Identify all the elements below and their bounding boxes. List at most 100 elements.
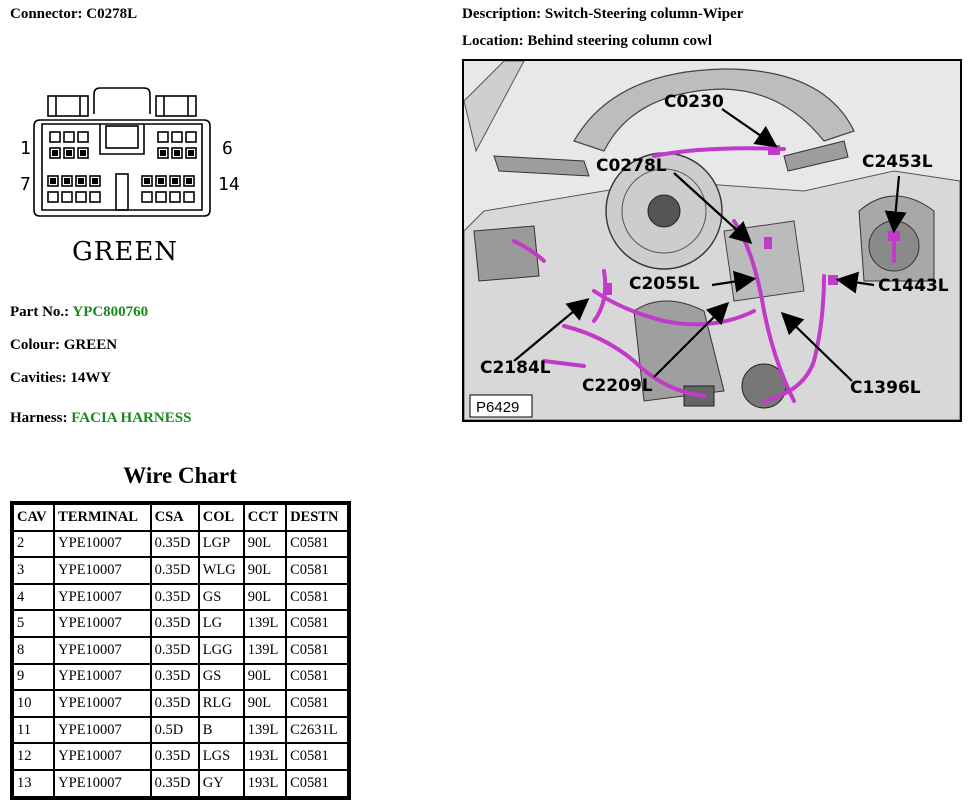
cell-terminal: YPE10007 [55, 664, 150, 690]
cell-cct: 90L [244, 664, 286, 690]
harness-label: Harness: [10, 410, 68, 426]
header-cav: CAV [14, 505, 54, 530]
part-number-link[interactable]: YPC800760 [72, 304, 149, 320]
cell-cav: 13 [14, 770, 54, 796]
cell-terminal: YPE10007 [55, 717, 150, 743]
cell-cav: 12 [14, 744, 54, 769]
cell-cav: 10 [14, 691, 54, 716]
cell-cct: 90L [244, 558, 286, 583]
location-label: Location: [462, 33, 524, 49]
cell-cav: 4 [14, 584, 54, 610]
cell-csa: 0.35D [151, 558, 198, 583]
pin-label-1: 1 [20, 138, 31, 159]
cell-csa: 0.35D [151, 611, 198, 636]
cell-col: GS [199, 664, 243, 690]
cell-col: LGP [199, 531, 243, 557]
cell-cav: 3 [14, 558, 54, 583]
steering-column-illustration: C0230 C0278L C2453L C2055L C1443L C2184L… [464, 61, 960, 420]
callout-c1443l: C1443L [878, 276, 949, 296]
cell-csa: 0.35D [151, 744, 198, 769]
pin-label-7: 7 [20, 174, 31, 195]
wire-chart-title: Wire Chart [123, 463, 237, 488]
cell-cct: 193L [244, 770, 286, 796]
colour-line: Colour: GREEN [10, 337, 117, 354]
cell-destn: C0581 [287, 531, 347, 557]
header-terminal: TERMINAL [55, 505, 150, 530]
cell-col: LGG [199, 637, 243, 663]
connector-title: Connector: C0278L [10, 6, 137, 23]
cell-cct: 193L [244, 744, 286, 769]
pin-label-6: 6 [222, 138, 233, 159]
cell-col: RLG [199, 691, 243, 716]
harness-link[interactable]: FACIA HARNESS [71, 410, 192, 426]
cavities-line: Cavities: 14WY [10, 370, 111, 387]
description-line: Description: Switch-Steering column-Wipe… [462, 6, 743, 23]
cell-cav: 9 [14, 664, 54, 690]
connector-label: Connector: [10, 6, 83, 22]
pin-label-14: 14 [218, 174, 240, 195]
cell-destn: C0581 [287, 770, 347, 796]
cavities-value: 14WY [70, 370, 112, 386]
cell-destn: C0581 [287, 664, 347, 690]
cell-csa: 0.35D [151, 770, 198, 796]
cell-csa: 0.35D [151, 584, 198, 610]
header-col: COL [199, 505, 243, 530]
callout-c2184l: C2184L [480, 358, 551, 378]
figure-id-label: P6429 [476, 399, 519, 416]
cell-terminal: YPE10007 [55, 691, 150, 716]
cell-terminal: YPE10007 [55, 611, 150, 636]
cell-csa: 0.35D [151, 637, 198, 663]
header-destn: DESTN [287, 505, 347, 530]
cell-col: LG [199, 611, 243, 636]
connector-value: C0278L [86, 6, 138, 22]
cell-csa: 0.5D [151, 717, 198, 743]
cell-col: GY [199, 770, 243, 796]
cell-col: LGS [199, 744, 243, 769]
cell-col: WLG [199, 558, 243, 583]
cell-destn: C0581 [287, 558, 347, 583]
cell-destn: C0581 [287, 637, 347, 663]
cell-cct: 90L [244, 584, 286, 610]
callout-c1396l: C1396L [850, 378, 921, 398]
cell-destn: C2631L [287, 717, 347, 743]
location-value: Behind steering column cowl [527, 33, 713, 49]
cell-csa: 0.35D [151, 691, 198, 716]
cell-terminal: YPE10007 [55, 744, 150, 769]
callout-c2209l: C2209L [582, 376, 653, 396]
cell-col: GS [199, 584, 243, 610]
part-number-label: Part No.: [10, 304, 70, 320]
cell-csa: 0.35D [151, 531, 198, 557]
colour-label: Colour: [10, 337, 60, 353]
callout-c2453l: C2453L [862, 152, 933, 172]
cell-destn: C0581 [287, 584, 347, 610]
location-line: Location: Behind steering column cowl [462, 33, 712, 50]
cell-terminal: YPE10007 [55, 584, 150, 610]
cell-terminal: YPE10007 [55, 531, 150, 557]
cell-cct: 139L [244, 717, 286, 743]
header-cct: CCT [244, 505, 286, 530]
cell-destn: C0581 [287, 691, 347, 716]
cell-cct: 139L [244, 637, 286, 663]
cell-terminal: YPE10007 [55, 637, 150, 663]
part-number-line: Part No.: YPC800760 [10, 304, 148, 321]
cell-terminal: YPE10007 [55, 558, 150, 583]
cell-cct: 90L [244, 531, 286, 557]
header-csa: CSA [151, 505, 198, 530]
cell-cct: 139L [244, 611, 286, 636]
connector-colour-label: GREEN [72, 237, 179, 267]
cell-col: B [199, 717, 243, 743]
cell-csa: 0.35D [151, 664, 198, 690]
cell-terminal: YPE10007 [55, 770, 150, 796]
callout-c0278l: C0278L [596, 156, 667, 176]
